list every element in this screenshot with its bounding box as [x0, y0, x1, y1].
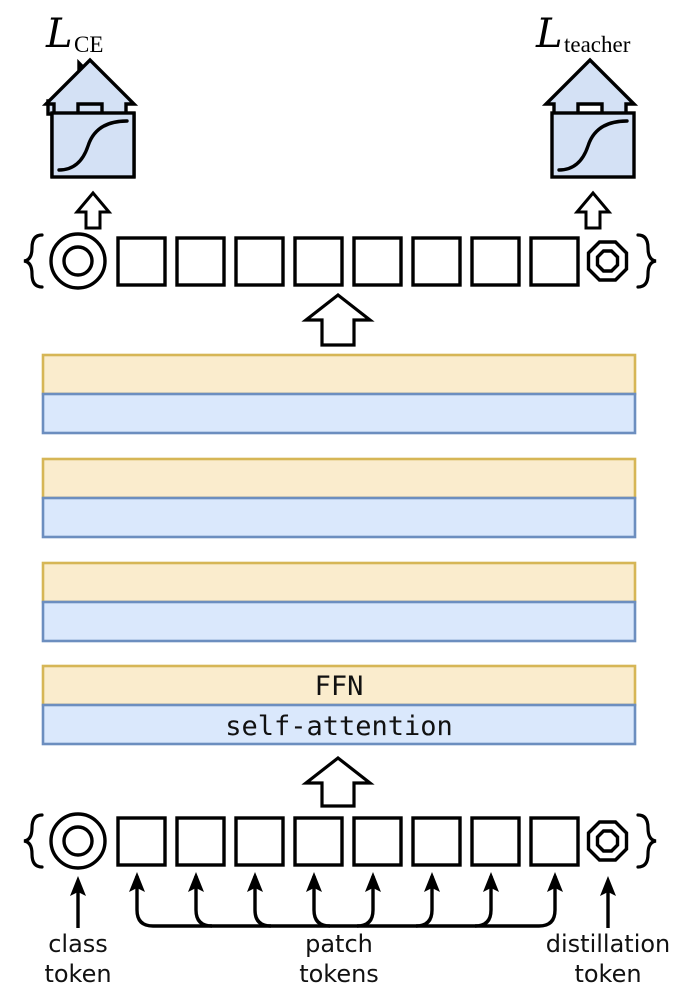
patch-tokens-caption-line2: tokens — [299, 960, 379, 988]
brace-left — [23, 813, 44, 869]
transformer-block — [41, 353, 637, 435]
teacher-loss-subscript: teacher — [564, 32, 631, 57]
distillation-token — [586, 820, 629, 862]
self-attention-layer — [41, 392, 637, 435]
class-token-caption-line1: class — [48, 930, 108, 958]
class-token-caption: class token — [44, 930, 111, 988]
input-token-row — [23, 812, 657, 870]
patch-token — [529, 816, 580, 867]
ffn-layer — [41, 561, 637, 604]
softmax-body-class — [50, 111, 136, 179]
patch-token — [411, 816, 462, 867]
arrow-up-from-transformer — [301, 292, 375, 347]
ce-loss-label: L CE — [45, 11, 103, 57]
distillation-octagon-inner — [595, 249, 620, 273]
patch-token — [352, 816, 403, 867]
patch-token — [175, 236, 226, 287]
softmax-head-class — [41, 57, 139, 179]
patch-tokens-feed-bus — [129, 872, 563, 928]
softmax-body-distillation — [550, 111, 636, 179]
class-token — [49, 812, 107, 870]
arrowhead — [547, 872, 563, 892]
brace-right — [636, 233, 657, 289]
sigmoid-curve-icon — [57, 119, 129, 172]
patch-token — [175, 816, 226, 867]
ffn-layer — [41, 353, 637, 396]
transformer-block — [41, 457, 637, 539]
self-attention-layer — [41, 703, 637, 746]
arrowhead — [483, 872, 499, 892]
self-attention-layer — [41, 496, 637, 539]
ce-loss-subscript: CE — [74, 32, 103, 57]
patch-token — [293, 816, 344, 867]
patch-token — [234, 816, 285, 867]
class-token — [49, 232, 107, 290]
self-attention-layer — [41, 600, 637, 643]
arrowhead — [129, 872, 145, 892]
arrow-up-to-teacher-loss — [573, 190, 613, 230]
teacher-loss-symbol: L — [535, 11, 563, 57]
distillation-token-caption: distillation token — [546, 930, 671, 988]
patch-token-group — [116, 236, 580, 287]
output-token-row — [23, 232, 657, 290]
brace-left — [23, 233, 44, 289]
arrowhead — [424, 872, 440, 892]
distillation-token-caption-line1: distillation — [546, 930, 671, 958]
patch-tokens-caption-line1: patch — [305, 930, 373, 958]
self-attention-label: self-attention — [225, 711, 453, 742]
arrow-up-to-ce-loss — [73, 190, 113, 230]
teacher-loss-label: L teacher — [535, 11, 631, 57]
class-token-feed-arrow — [70, 876, 86, 928]
brace-right — [636, 813, 657, 869]
patch-tokens-caption: patch tokens — [299, 930, 379, 988]
patch-token — [116, 816, 167, 867]
patch-token — [470, 816, 521, 867]
transformer-block-labelled: FFN self-attention — [41, 664, 637, 746]
patch-token-group — [116, 816, 580, 867]
distillation-token-caption-line2: token — [574, 960, 641, 988]
sigmoid-curve-icon — [557, 119, 629, 172]
arrowhead — [247, 872, 263, 892]
ffn-layer — [41, 457, 637, 500]
arrowhead — [188, 872, 204, 892]
arrowhead — [365, 872, 381, 892]
transformer-block — [41, 561, 637, 643]
ffn-label: FFN — [315, 671, 364, 702]
softmax-head-distillation — [541, 57, 639, 179]
softmax-arrow-class — [41, 57, 139, 116]
distillation-token-feed-arrow — [600, 876, 616, 928]
class-token-caption-line2: token — [44, 960, 111, 988]
patch-token — [529, 236, 580, 287]
patch-token — [470, 236, 521, 287]
patch-token — [116, 236, 167, 287]
ce-loss-symbol: L — [45, 11, 73, 57]
softmax-arrow-distillation — [541, 57, 639, 116]
arrowhead — [306, 872, 322, 892]
patch-token — [293, 236, 344, 287]
distillation-token — [586, 240, 629, 282]
arrow-up-into-transformer — [301, 755, 375, 808]
patch-token — [352, 236, 403, 287]
patch-token — [411, 236, 462, 287]
distillation-octagon-inner — [595, 829, 620, 853]
patch-token — [234, 236, 285, 287]
